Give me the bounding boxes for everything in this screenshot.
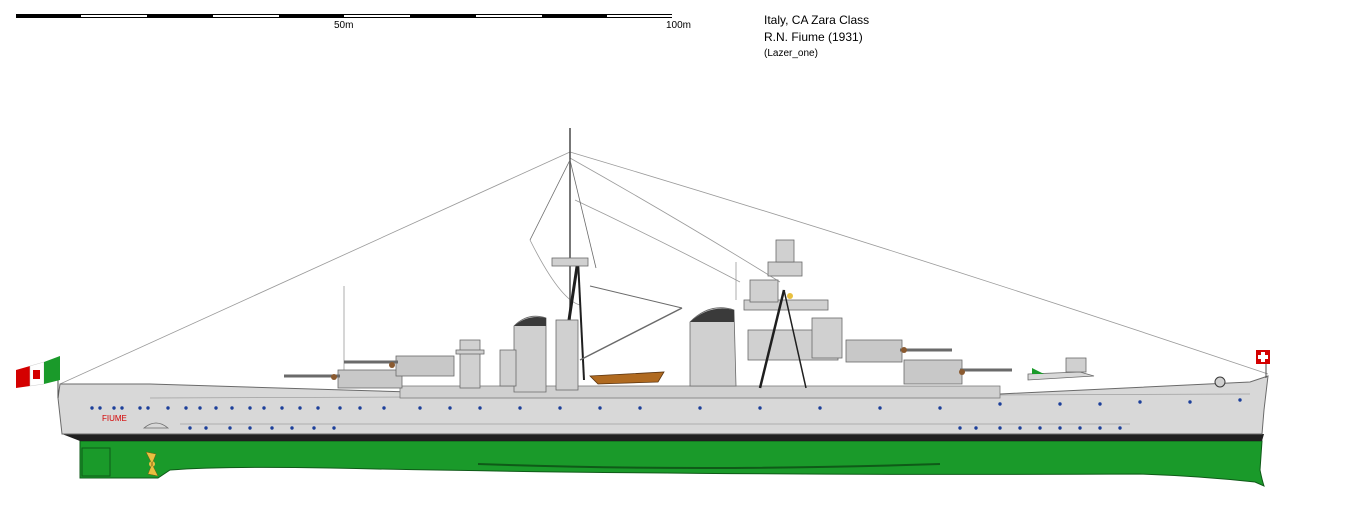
forward-funnel bbox=[689, 307, 737, 387]
skeg bbox=[81, 447, 111, 477]
scale-segment bbox=[607, 14, 672, 18]
aft-turret-upper bbox=[344, 355, 455, 377]
bridge-tower bbox=[743, 239, 843, 389]
ships-boat bbox=[589, 371, 665, 385]
caption-block: Italy, CA Zara Class R.N. Fiume (1931) (… bbox=[764, 12, 869, 61]
scale-segment bbox=[147, 14, 213, 18]
stern-crest bbox=[142, 422, 170, 429]
main-mast bbox=[529, 128, 597, 391]
scale-segment bbox=[476, 14, 542, 18]
seaplane bbox=[1027, 357, 1095, 381]
bilge-keel bbox=[477, 463, 941, 469]
boat-crane bbox=[579, 307, 683, 361]
anchor-hawse-icon bbox=[1214, 376, 1226, 388]
propeller-icon bbox=[145, 451, 159, 477]
scale-segment bbox=[344, 14, 410, 18]
stern-ensign bbox=[16, 356, 60, 398]
caption-ship: R.N. Fiume (1931) bbox=[764, 30, 863, 44]
caption-author: (Lazer_one) bbox=[764, 48, 818, 59]
scale-segment bbox=[279, 14, 344, 18]
rigging bbox=[59, 151, 1269, 385]
crane-wire bbox=[589, 285, 683, 309]
hull-name-label: FIUME bbox=[102, 414, 127, 423]
aft-turret-lower bbox=[284, 369, 403, 389]
scale-segment bbox=[542, 14, 607, 18]
forward-turret-lower bbox=[903, 359, 1012, 385]
scale-label-end: 100m bbox=[666, 20, 692, 31]
aft-funnel bbox=[513, 315, 547, 393]
aft-platform bbox=[455, 339, 517, 389]
scale-segment bbox=[410, 14, 476, 18]
scale-label-mid: 50m bbox=[334, 20, 354, 31]
main-hull bbox=[57, 375, 1269, 435]
bow-jack bbox=[1256, 350, 1270, 378]
scale-segment bbox=[16, 14, 81, 18]
portholes-lower bbox=[188, 426, 1122, 430]
boot-topping bbox=[62, 434, 1264, 441]
portholes-upper bbox=[90, 398, 1242, 410]
scale-bar bbox=[16, 14, 672, 18]
underwater-hull bbox=[79, 440, 1265, 487]
superstructure-deck bbox=[399, 385, 1001, 399]
rangefinder-light bbox=[787, 293, 793, 299]
scale-segment bbox=[81, 14, 147, 18]
caption-class: Italy, CA Zara Class bbox=[764, 13, 870, 27]
scale-segment bbox=[213, 14, 279, 18]
forward-turret-upper bbox=[845, 339, 952, 363]
